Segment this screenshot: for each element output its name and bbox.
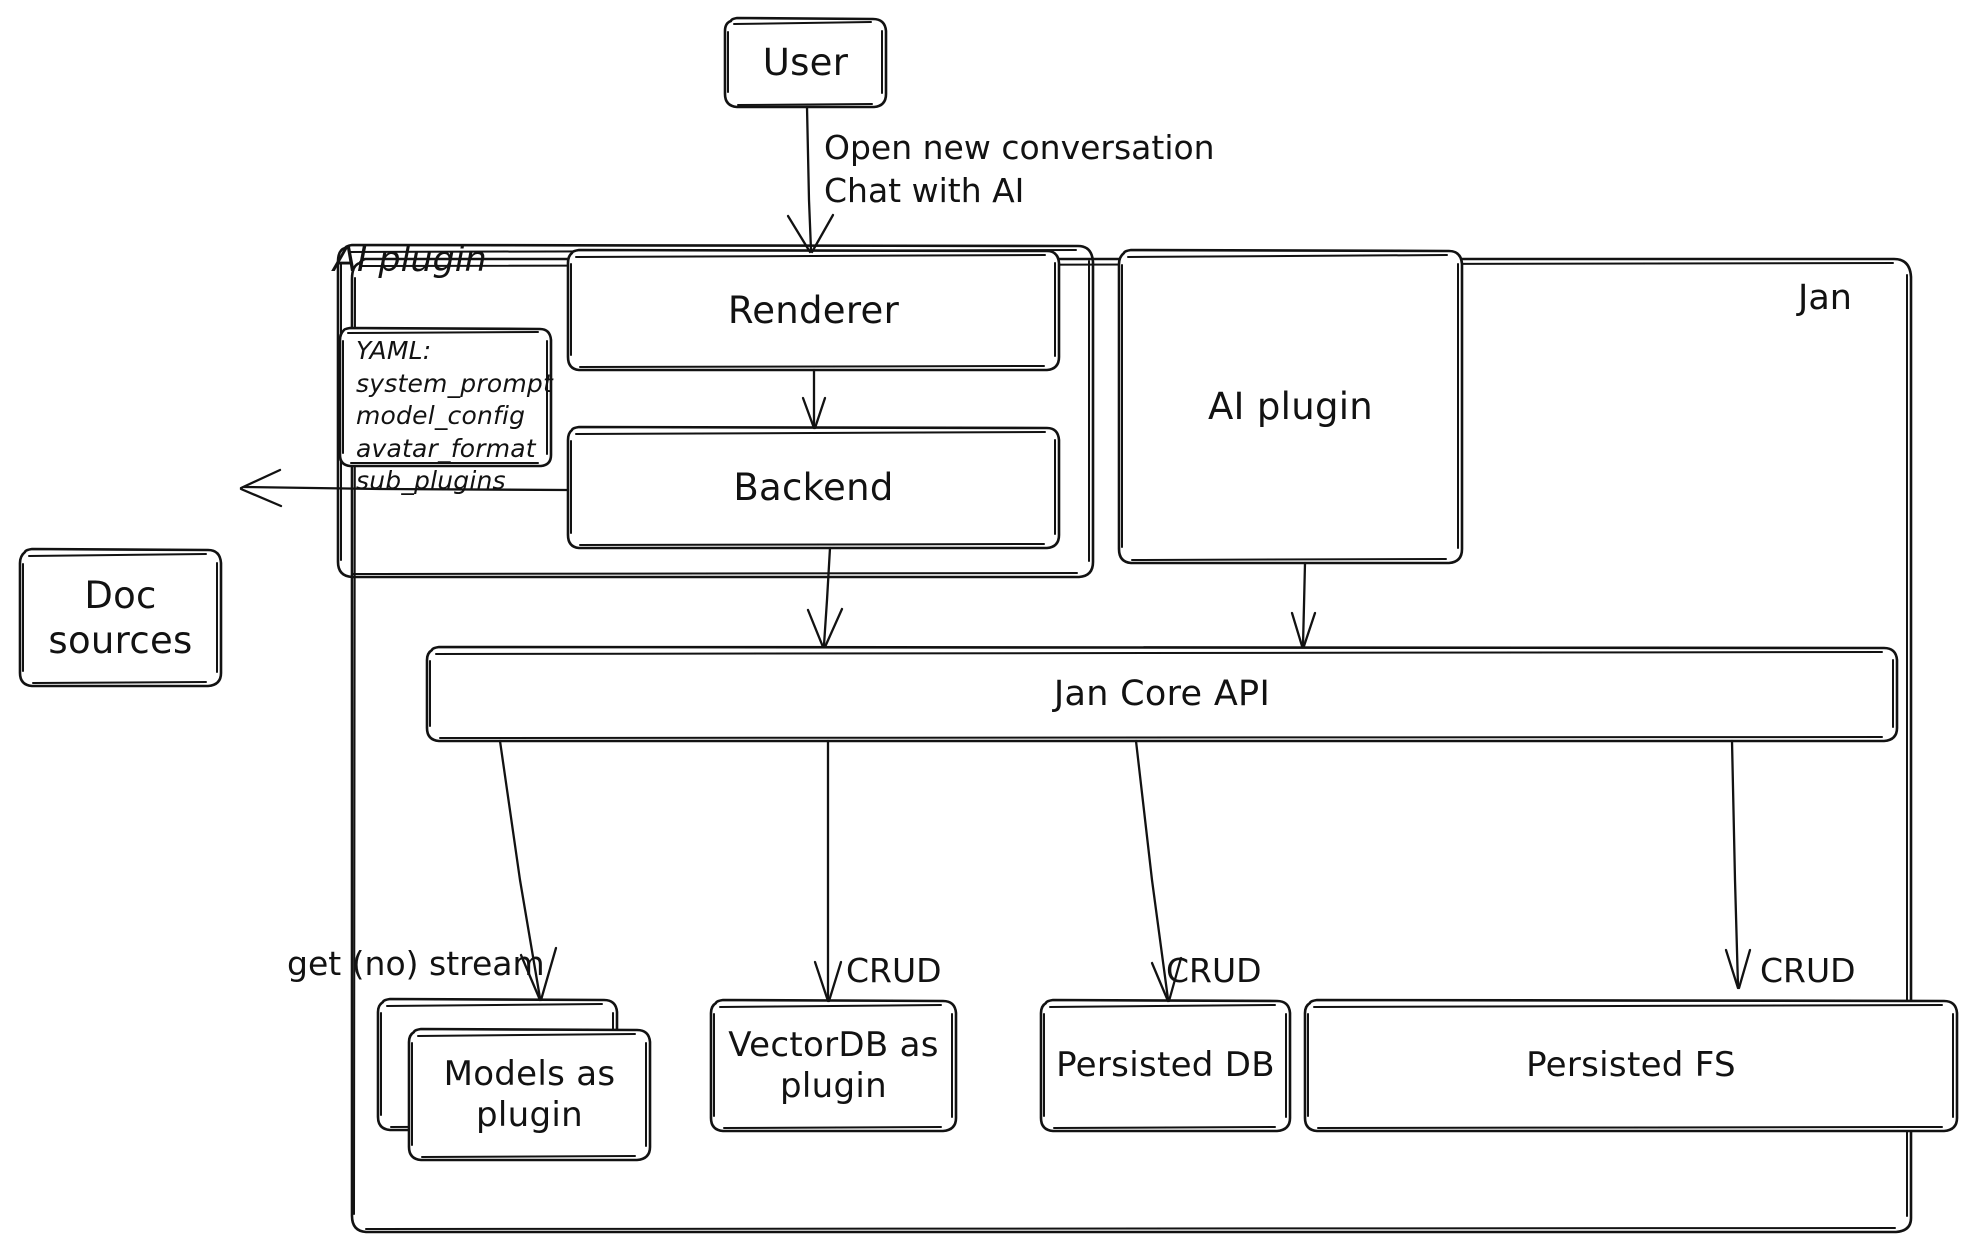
node-vectordb-as-plugin-label: VectorDB as plugin [728,1024,939,1106]
node-backend[interactable]: Backend [568,428,1059,548]
edge-label-crud-vectordb: CRUD [846,951,942,990]
edge-core-to-vectordb [813,739,843,1003]
edge-core-to-persisted-fs [1724,739,1752,990]
edge-ai-plugin-to-core [1290,561,1317,648]
node-persisted-fs[interactable]: Persisted FS [1305,1001,1957,1131]
container-jan-label: Jan [1798,278,1852,318]
edge-backend-to-core [806,546,844,649]
edge-renderer-to-backend [801,368,827,430]
node-renderer-label: Renderer [727,288,900,332]
container-ai-plugin-label: AI plugin [333,240,487,280]
node-ai-plugin-right[interactable]: AI plugin [1119,251,1462,563]
edge-label-get-no-stream: get (no) stream [287,944,545,983]
edge-label-open-new-conversation: Open new conversation Chat with AI [824,128,1215,210]
node-renderer[interactable]: Renderer [568,251,1059,370]
node-user[interactable]: User [725,19,886,107]
edge-label-crud-persisted-fs: CRUD [1760,951,1856,990]
node-jan-core-api[interactable]: Jan Core API [427,648,1897,741]
node-jan-core-api-label: Jan Core API [1053,674,1271,715]
node-user-label: User [762,41,849,85]
edge-label-crud-persisted-db: CRUD [1166,951,1262,990]
node-persisted-db-label: Persisted DB [1056,1045,1275,1086]
node-yaml-box: YAML: system_prompt model_config avatar_… [356,336,553,495]
node-vectordb-as-plugin[interactable]: VectorDB as plugin [711,1001,956,1131]
node-persisted-db[interactable]: Persisted DB [1041,1001,1290,1131]
node-persisted-fs-label: Persisted FS [1526,1045,1736,1086]
node-doc-sources-label: Doc sources [48,573,193,662]
node-doc-sources[interactable]: Doc sources [20,550,221,686]
node-models-as-plugin[interactable]: Models as plugin [409,1030,650,1160]
node-backend-label: Backend [733,466,894,510]
node-models-as-plugin-label: Models as plugin [443,1053,616,1135]
node-ai-plugin-right-label: AI plugin [1207,385,1374,429]
